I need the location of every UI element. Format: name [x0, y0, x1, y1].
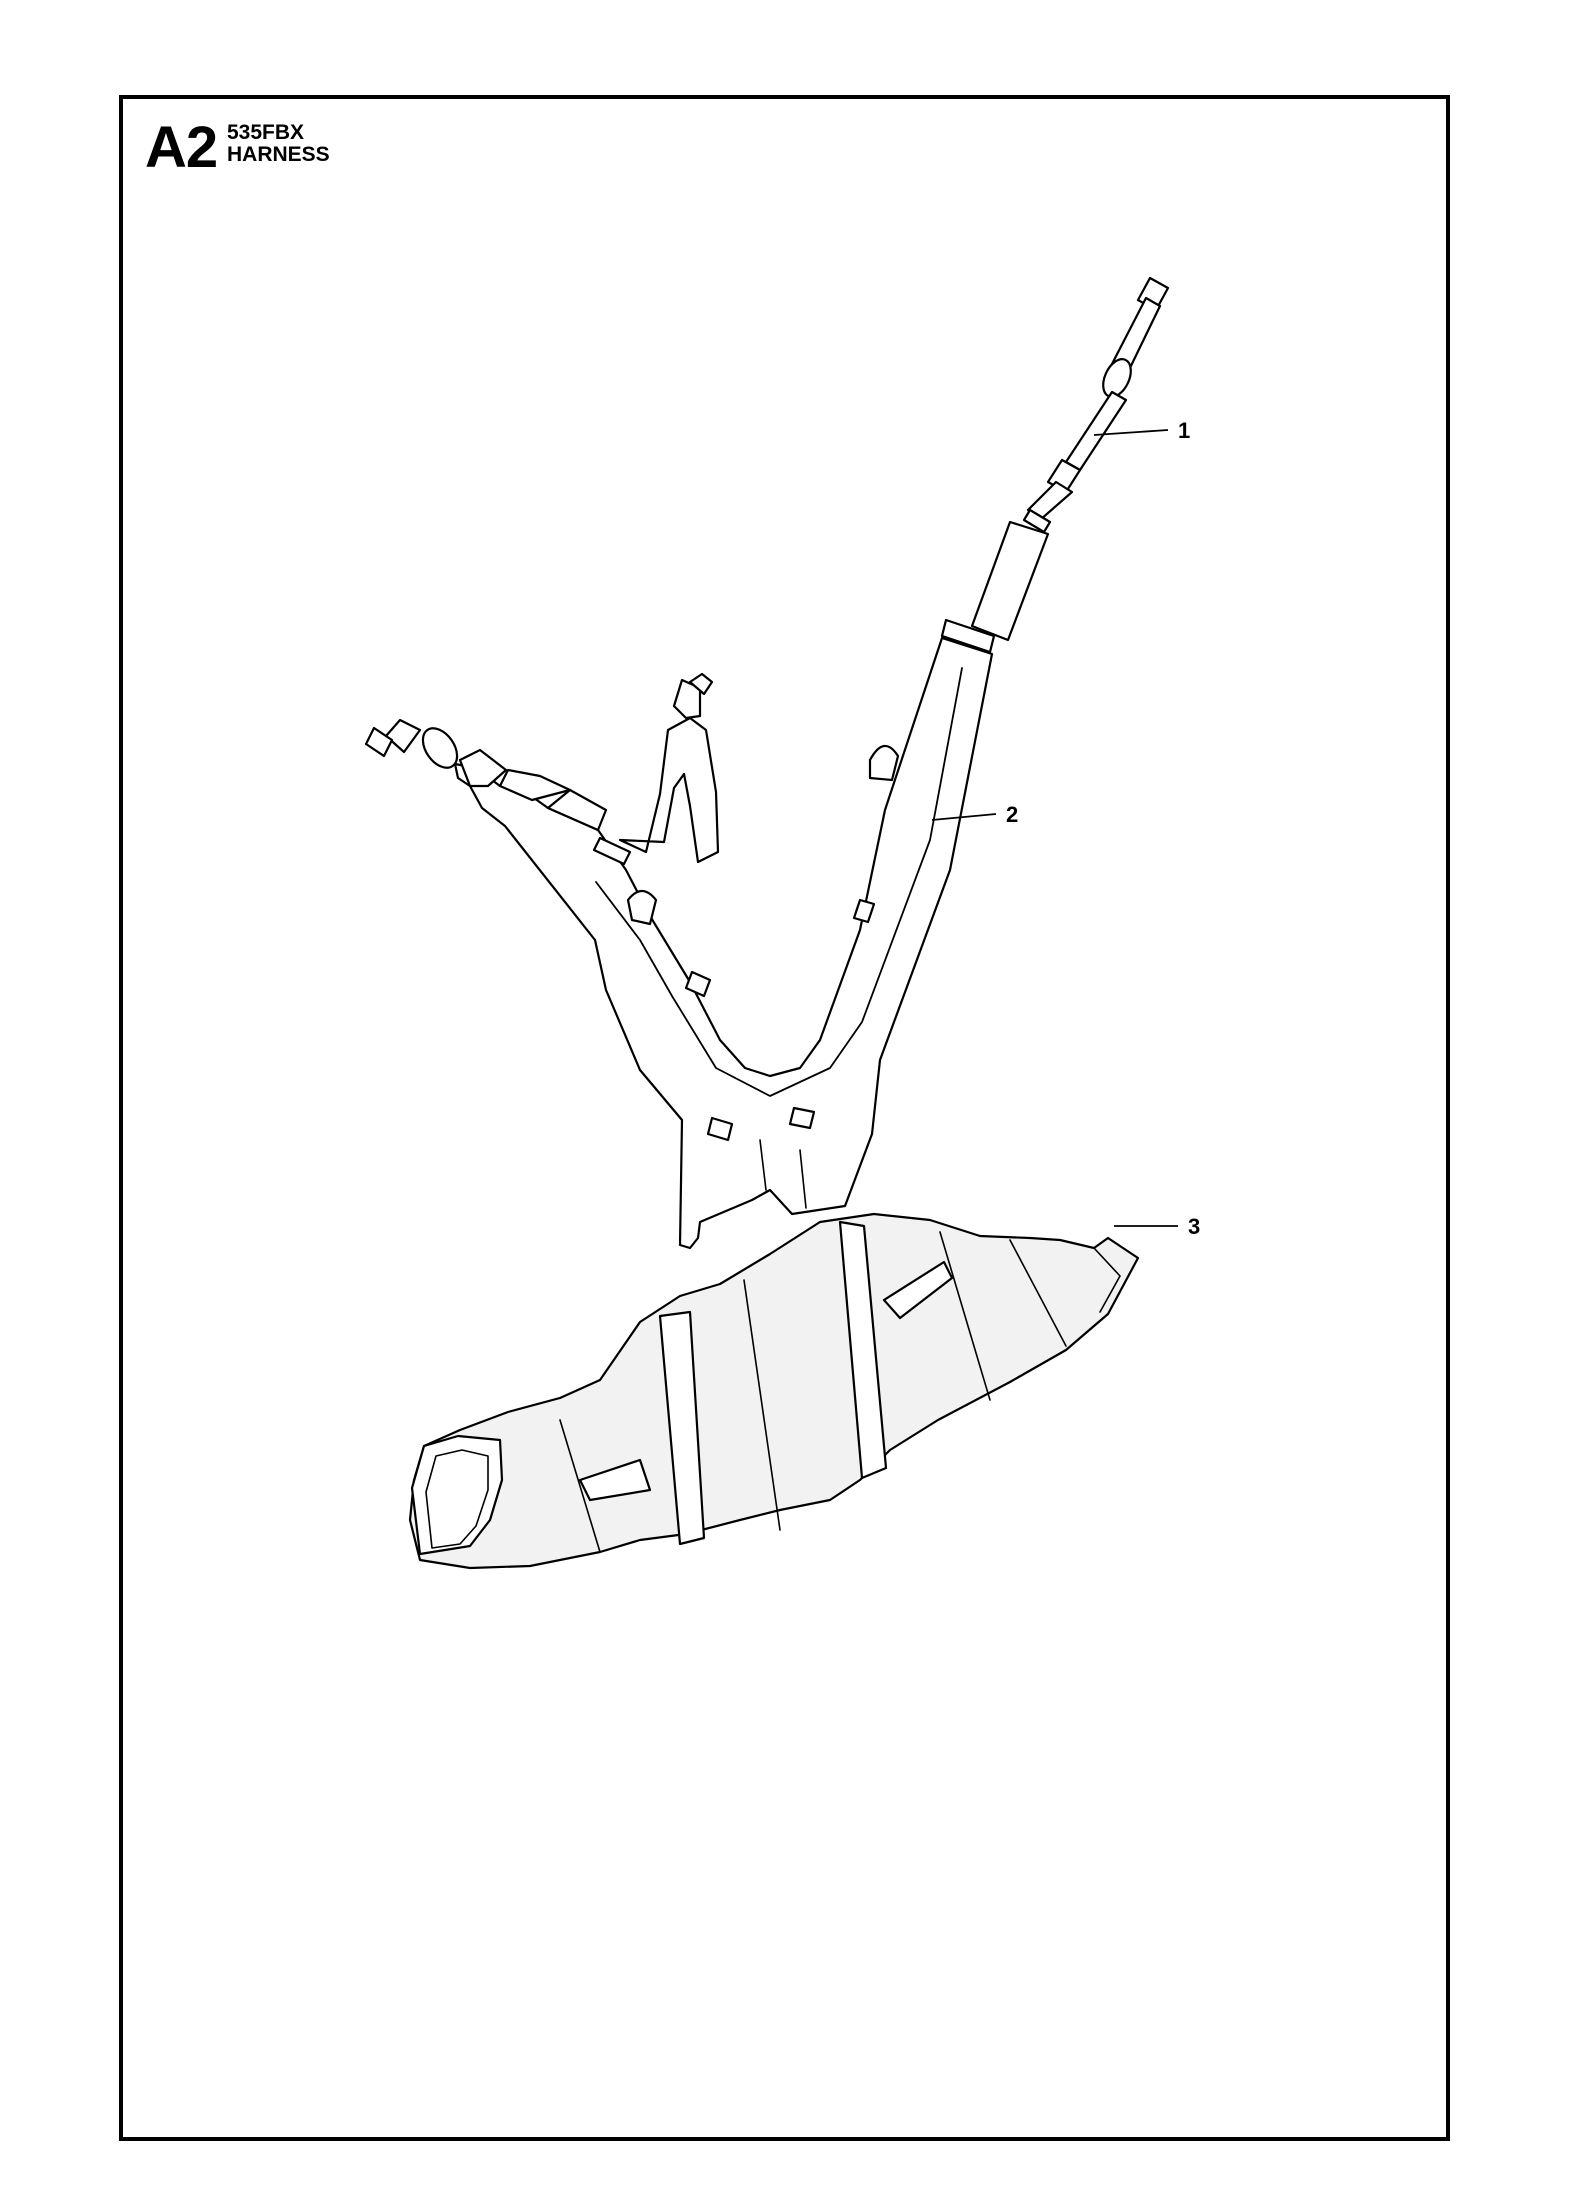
part-1-strap-clip: [1022, 276, 1170, 534]
drawing-frame: [119, 95, 1450, 2141]
callout-2: 2: [1006, 802, 1018, 827]
title-text: 535FBX HARNESS: [227, 122, 330, 166]
assembly-name: HARNESS: [227, 143, 330, 166]
section-code: A2: [145, 115, 218, 180]
part-2-harness: [364, 520, 1050, 1250]
part-3-hip-pad: [408, 1212, 1140, 1570]
callout-1: 1: [1178, 418, 1190, 443]
callout-3: 3: [1188, 1214, 1200, 1239]
model-name: 535FBX: [227, 121, 305, 144]
